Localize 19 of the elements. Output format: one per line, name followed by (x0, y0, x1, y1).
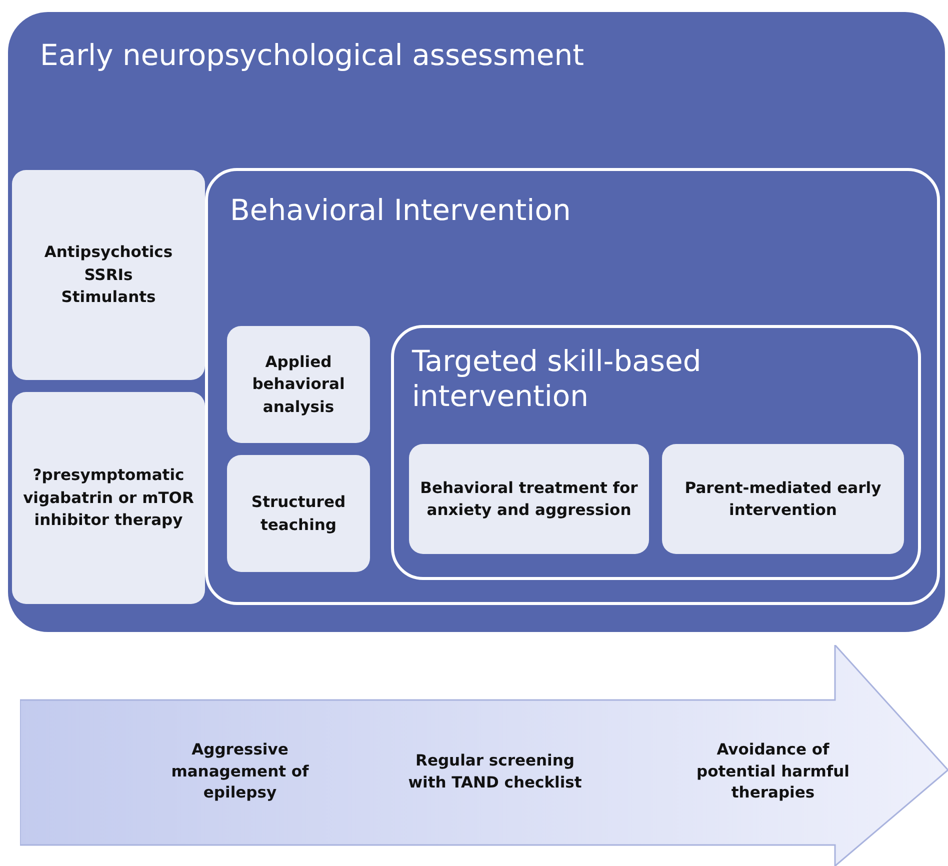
group-heading: Targeted skill-based intervention (412, 344, 702, 414)
group-heading: Early neuropsychological assessment (40, 38, 585, 73)
group-frame (391, 325, 921, 580)
group-frame (205, 168, 940, 605)
text-box: Behavioral treatment for anxiety and aggression (409, 444, 649, 554)
panel (8, 12, 945, 632)
text-box: Parent-mediated early intervention (662, 444, 904, 554)
arrow-text: Regular screening with TAND checklist (407, 750, 583, 793)
arrow-text: Avoidance of potential harmful therapies (696, 739, 850, 804)
text-box: ?presymptomatic vigabatrin or mTOR inhibitor therapy (12, 392, 205, 604)
text-box: Applied behavioral analysis (227, 326, 370, 443)
list-item: Stimulants (61, 287, 156, 308)
list-item: SSRIs (84, 264, 133, 286)
text-box: Structured teaching (227, 455, 370, 572)
arrow-text: Aggressive management of epilepsy (170, 739, 310, 804)
list-box (12, 170, 205, 380)
list-item: Antipsychotics (44, 242, 173, 264)
block-arrow (20, 645, 948, 866)
group-heading: Behavioral Intervention (230, 193, 572, 228)
